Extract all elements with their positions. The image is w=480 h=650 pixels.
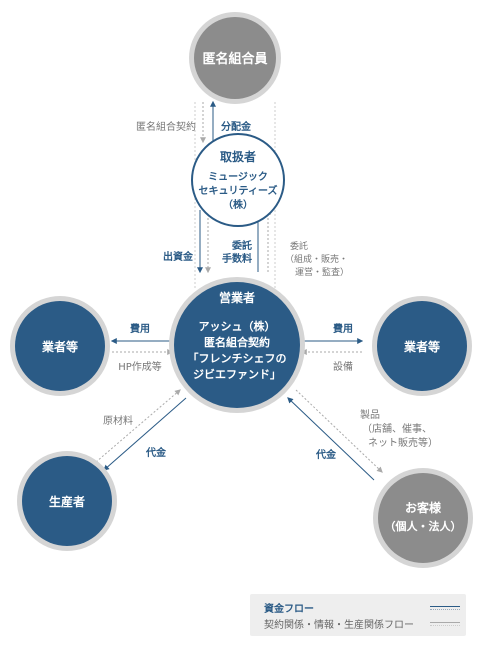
producer-label: 生産者 — [49, 494, 85, 509]
legend-contract-label: 契約関係・情報・生産関係フロー — [264, 620, 414, 631]
label-hp: HP作成等 — [118, 360, 162, 373]
handler-title: 取扱者 — [220, 149, 256, 164]
handler-line-2: セキュリティーズ — [199, 184, 278, 197]
label-consign-3: 運営・監査） — [295, 266, 349, 278]
node-handler: 取扱者 ミュージック セキュリティーズ （株） — [191, 133, 285, 227]
node-customers: お客様 （個人・法人） — [373, 468, 473, 568]
label-fee-title: 委託 — [231, 239, 252, 252]
materials-arrow — [95, 389, 181, 463]
vendors-right-label: 業者等 — [403, 339, 440, 354]
label-cost-left: 費用 — [130, 322, 150, 335]
investors-label: 匿名組合員 — [202, 51, 267, 67]
node-operator: 営業者 アッシュ（株） 匿名組合契約 「フレンチシェフの ジビエファンド」 — [169, 277, 305, 413]
label-fee-sub: 手数料 — [222, 252, 252, 265]
flow-labels: 匿名組合契約 分配金 出資金 委託 手数料 委託 （組成・販売・ 運営・監査） … — [103, 120, 438, 461]
label-payment-left: 代金 — [145, 446, 167, 459]
legend-money-label: 資金フロー — [264, 604, 314, 615]
node-vendors-left: 業者等 — [10, 296, 110, 396]
payment-right-arrow — [287, 397, 375, 481]
operator-line-4: ジビエファンド」 — [193, 367, 281, 381]
operator-line-2: 匿名組合契約 — [204, 335, 270, 349]
legend: 資金フロー 契約関係・情報・生産関係フロー — [250, 594, 466, 636]
operator-line-1: アッシュ（株） — [199, 319, 276, 333]
legend-contract-swatch — [430, 622, 460, 626]
node-producer: 生産者 — [17, 451, 117, 551]
node-vendors-right: 業者等 — [372, 296, 472, 396]
legend-money-swatch — [430, 606, 460, 610]
customers-line-1: お客様 — [405, 500, 442, 515]
label-consign-1: 委託 — [290, 240, 308, 252]
label-payment-right: 代金 — [315, 448, 337, 461]
customers-line-2: （個人・法人） — [385, 519, 462, 533]
label-cost-right: 費用 — [333, 322, 353, 335]
label-equipment: 設備 — [333, 360, 353, 373]
label-dividend: 分配金 — [221, 120, 252, 133]
label-materials: 原材料 — [103, 414, 133, 427]
label-products-2: （店舗、催事、 — [362, 422, 432, 435]
node-investors: 匿名組合員 — [189, 12, 281, 104]
operator-title: 営業者 — [219, 290, 255, 305]
label-products-1: 製品 — [360, 408, 380, 421]
operator-line-3: 「フレンチシェフの — [188, 351, 287, 365]
label-consign-2: （組成・販売・ — [285, 253, 348, 265]
label-investment: 出資金 — [163, 250, 194, 263]
handler-line-3: （株） — [223, 198, 253, 211]
label-contract-top: 匿名組合契約 — [136, 120, 196, 133]
payment-left-arrow — [103, 397, 187, 471]
label-products-3: ネット販売等） — [368, 436, 438, 449]
handler-line-1: ミュージック — [208, 171, 268, 183]
vendors-left-label: 業者等 — [41, 339, 78, 354]
